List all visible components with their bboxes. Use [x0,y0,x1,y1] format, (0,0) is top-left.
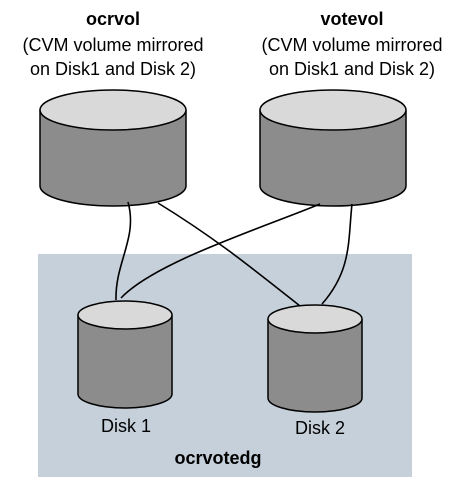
volume-votevol-description-line2: on Disk1 and Disk 2) [269,59,435,79]
disk-group-name: ocrvotedg [174,448,261,468]
line-ocrvol-to-disk2 [157,202,301,307]
disk1-label: Disk 1 [101,416,151,436]
volume-ocrvol-name: ocrvol [86,9,140,29]
volume-ocrvol-description-line1: (CVM volume mirrored [22,35,203,55]
volume-votevol-name: votevol [320,9,383,29]
connection-lines [115,201,353,307]
disk2-label: Disk 2 [295,418,345,438]
disk2-cylinder [267,304,363,413]
volume-ocrvol-description-line2: on Disk1 and Disk 2) [30,59,196,79]
volume-ocrvol-cylinder [39,89,187,207]
line-votevol-to-disk2 [321,203,353,305]
line-ocrvol-to-disk1 [115,201,132,301]
volume-votevol-description-line1: (CVM volume mirrored [261,35,442,55]
disk1-cylinder [77,300,173,409]
line-votevol-to-disk1 [120,203,321,299]
volume-votevol-cylinder [259,89,407,207]
